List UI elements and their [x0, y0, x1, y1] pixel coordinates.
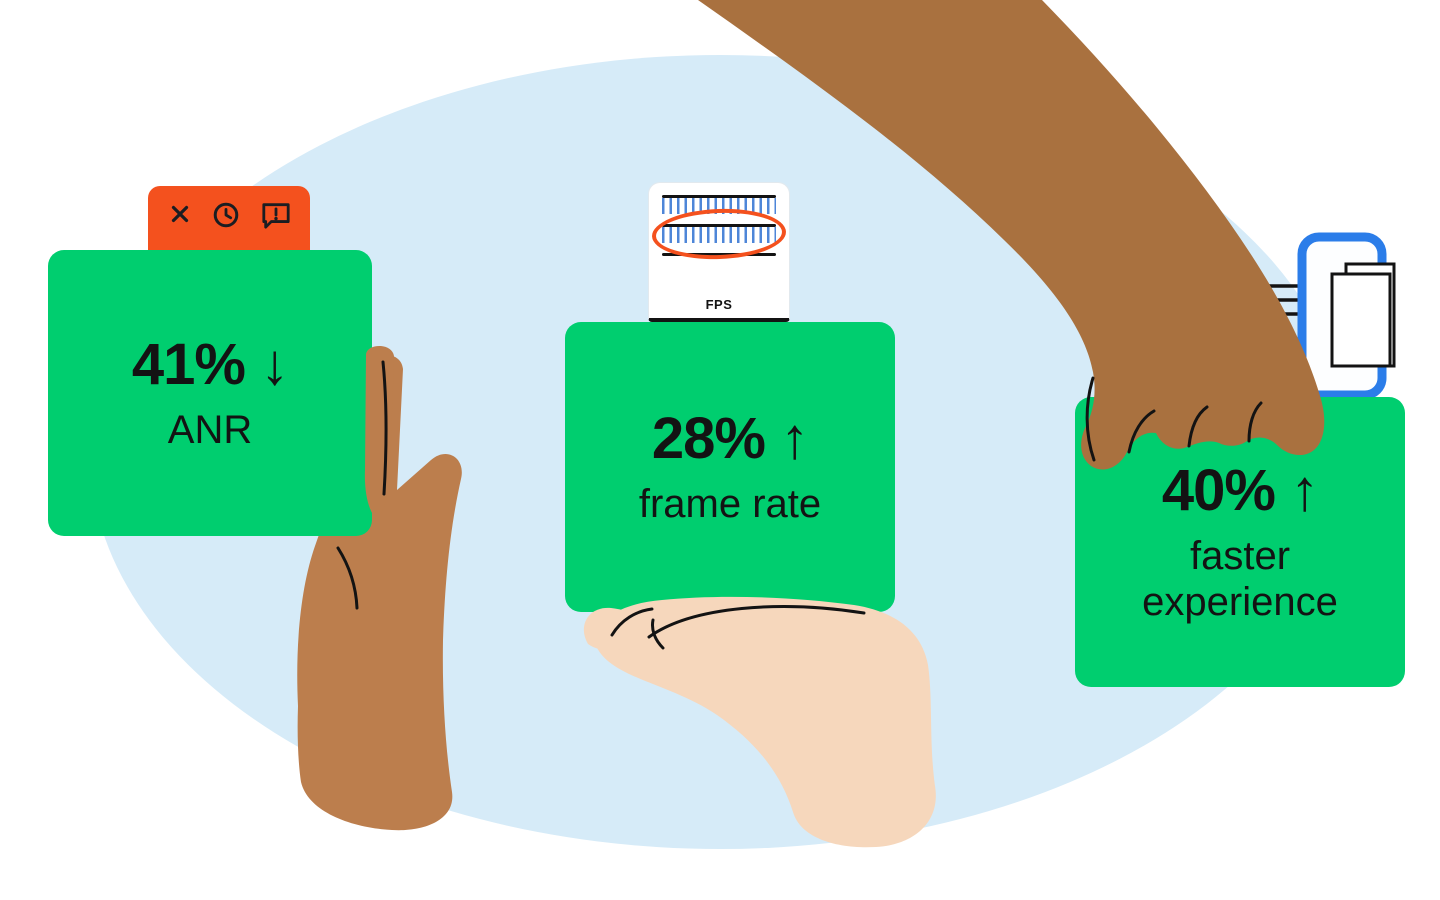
stat-card-anr: 41% ↓ ANR [48, 250, 372, 536]
close-icon [166, 200, 194, 228]
stat-label: frame rate [638, 481, 822, 526]
fps-chart-icon: FPS [648, 182, 790, 322]
left-hand [297, 355, 462, 831]
stat-label: ANR [167, 407, 253, 452]
fps-label: FPS [705, 297, 733, 312]
stat-value: 28% ↑ [651, 406, 809, 472]
stat-value: 40% ↑ [1161, 458, 1319, 524]
clock-icon [211, 200, 241, 230]
stat-value: 41% ↓ [131, 332, 289, 398]
alert-bubble-icon [259, 200, 293, 230]
stat-card-faster-experience: 40% ↑ faster experience [1075, 397, 1405, 687]
stat-label: faster experience [1142, 533, 1338, 624]
stat-card-frame-rate: 28% ↑ frame rate [565, 322, 895, 612]
fps-chart-highlight-row [651, 206, 787, 262]
